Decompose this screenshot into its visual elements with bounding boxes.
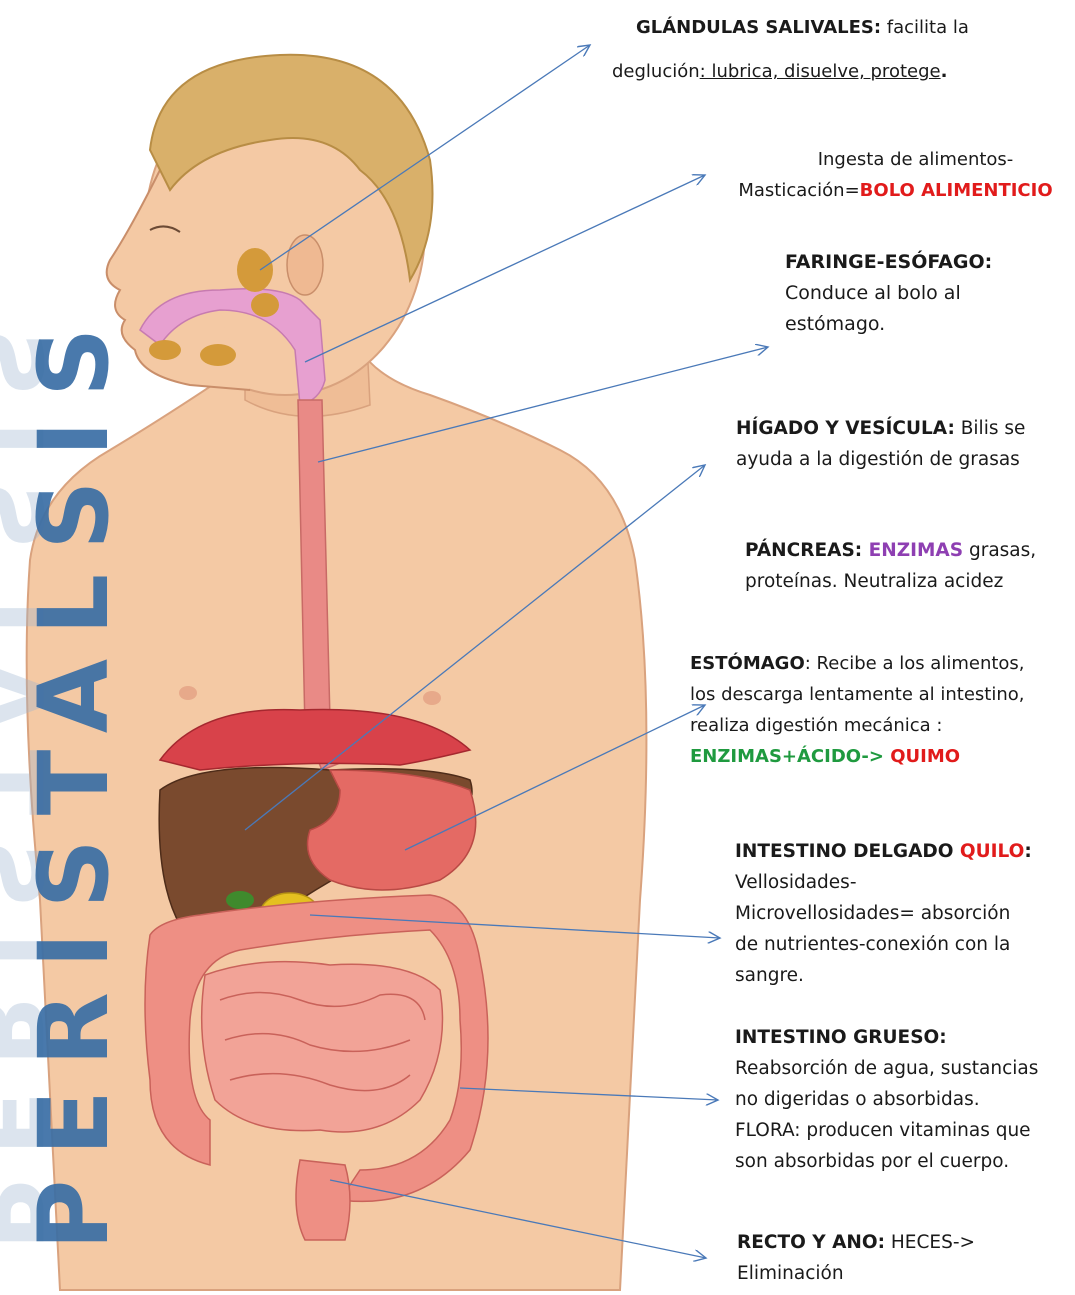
delgado-title: INTESTINO DELGADO: [735, 841, 960, 862]
delgado-line3: de nutrientes-conexión con la: [735, 929, 1070, 960]
estomago-text1: : Recibe a los alimentos,: [805, 653, 1025, 674]
estomago-title: ESTÓMAGO: [690, 653, 805, 674]
delgado-line2: Microvellosidades= absorción: [735, 898, 1070, 929]
label-estomago: ESTÓMAGO: Recibe a los alimentos, los de…: [690, 648, 1075, 772]
recto-line2: Eliminación: [737, 1258, 1057, 1289]
estomago-red: QUIMO: [890, 746, 960, 767]
salivary-gland-4: [200, 344, 236, 366]
label-faringe: FARINGE-ESÓFAGO: Conduce al bolo al estó…: [785, 247, 1065, 340]
side-title: PERISTALSIS: [18, 304, 130, 1250]
grueso-line1: Reabsorción de agua, sustancias: [735, 1053, 1073, 1084]
label-grueso: INTESTINO GRUESO: Reabsorción de agua, s…: [735, 1022, 1073, 1177]
higado-text1: Bilis se: [955, 418, 1026, 439]
side-title-text: PERISTALSIS: [18, 304, 130, 1250]
label-recto: RECTO Y ANO: HECES-> Eliminación: [737, 1227, 1057, 1289]
salivary-gland-3: [149, 340, 181, 360]
higado-line2: ayuda a la digestión de grasas: [736, 444, 1071, 475]
delgado-line4: sangre.: [735, 960, 1070, 991]
ingesta-line2: Masticación=: [738, 180, 859, 201]
ear: [287, 235, 323, 295]
faringe-line1: Conduce al bolo al: [785, 278, 1065, 309]
nipple-left: [179, 686, 197, 700]
grueso-line2: no digeridas o absorbidas.: [735, 1084, 1073, 1115]
recto-title: RECTO Y ANO:: [737, 1232, 885, 1253]
salivales-dot: .: [941, 61, 948, 82]
grueso-title: INTESTINO GRUESO:: [735, 1022, 1073, 1053]
small-intestine: [202, 962, 443, 1132]
label-pancreas: PÁNCREAS: ENZIMAS grasas, proteínas. Neu…: [745, 535, 1070, 597]
higado-title: HÍGADO Y VESÍCULA:: [736, 418, 955, 439]
label-ingesta: Ingesta de alimentos- Masticación=BOLO A…: [718, 144, 1073, 206]
grueso-line3: FLORA: producen vitaminas que: [735, 1115, 1073, 1146]
ingesta-highlight: BOLO ALIMENTICIO: [860, 180, 1053, 201]
faringe-line2: estómago.: [785, 309, 1065, 340]
label-higado: HÍGADO Y VESÍCULA: Bilis se ayuda a la d…: [736, 413, 1071, 475]
label-salivales: GLÁNDULAS SALIVALES: facilita la degluci…: [612, 6, 1032, 94]
salivales-text3: : lubrica, disuelve, protege: [700, 61, 941, 82]
faringe-title: FARINGE-ESÓFAGO:: [785, 247, 1065, 278]
salivales-title: GLÁNDULAS SALIVALES:: [636, 17, 881, 38]
estomago-line3: realiza digestión mecánica :: [690, 710, 1075, 741]
salivary-gland-1: [237, 248, 273, 292]
recto-text1: HECES->: [885, 1232, 975, 1253]
nipple-right: [423, 691, 441, 705]
label-delgado: INTESTINO DELGADO QUILO: Vellosidades- M…: [735, 836, 1070, 991]
pancreas-text1: grasas,: [963, 540, 1036, 561]
pancreas-title: PÁNCREAS:: [745, 540, 869, 561]
rectum: [296, 1160, 350, 1240]
estomago-green: ENZIMAS+ÁCIDO->: [690, 746, 890, 767]
grueso-line4: son absorbidas por el cuerpo.: [735, 1146, 1073, 1177]
delgado-red: QUILO: [960, 841, 1025, 862]
pancreas-line2: proteínas. Neutraliza acidez: [745, 566, 1070, 597]
salivary-gland-2: [251, 293, 279, 317]
delgado-line1: Vellosidades-: [735, 867, 1070, 898]
ingesta-line1: Ingesta de alimentos-: [718, 144, 1073, 175]
delgado-colon: :: [1024, 841, 1031, 862]
estomago-line2: los descarga lentamente al intestino,: [690, 679, 1075, 710]
salivales-text2: deglución: [612, 61, 700, 82]
salivales-text1: facilita la: [881, 17, 969, 38]
gallbladder: [226, 891, 254, 909]
pancreas-highlight: ENZIMAS: [869, 540, 963, 561]
